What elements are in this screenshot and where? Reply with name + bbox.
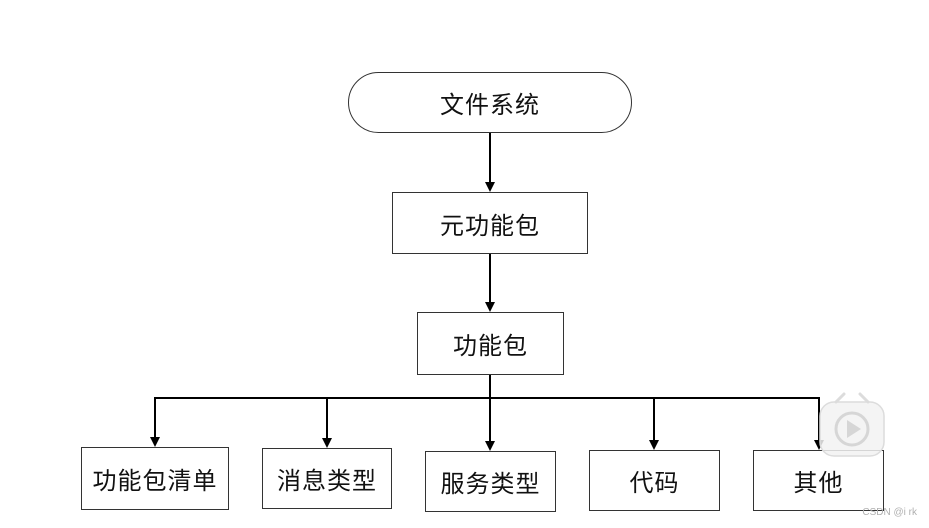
child-node-other: 其他 <box>753 450 884 511</box>
child-node-code: 代码 <box>589 450 720 511</box>
child-node-label: 消息类型 <box>277 467 377 495</box>
child-node-label: 服务类型 <box>440 470 541 498</box>
child-node-package-manifest: 功能包清单 <box>81 447 229 510</box>
meta-package-label: 元功能包 <box>440 211 540 240</box>
watermark-text: CSDN @i rk <box>862 507 917 518</box>
package-node: 功能包 <box>417 312 564 375</box>
root-node-file-system: 文件系统 <box>348 72 632 133</box>
package-label: 功能包 <box>453 332 528 360</box>
child-node-label: 功能包清单 <box>92 467 218 495</box>
child-node-label: 其他 <box>793 469 844 497</box>
child-node-message-types: 消息类型 <box>262 448 392 509</box>
child-node-service-types: 服务类型 <box>425 451 556 512</box>
play-icon[interactable] <box>818 392 886 460</box>
child-node-label: 代码 <box>629 469 680 497</box>
root-node-label: 文件系统 <box>440 91 540 119</box>
meta-package-node: 元功能包 <box>392 192 588 254</box>
